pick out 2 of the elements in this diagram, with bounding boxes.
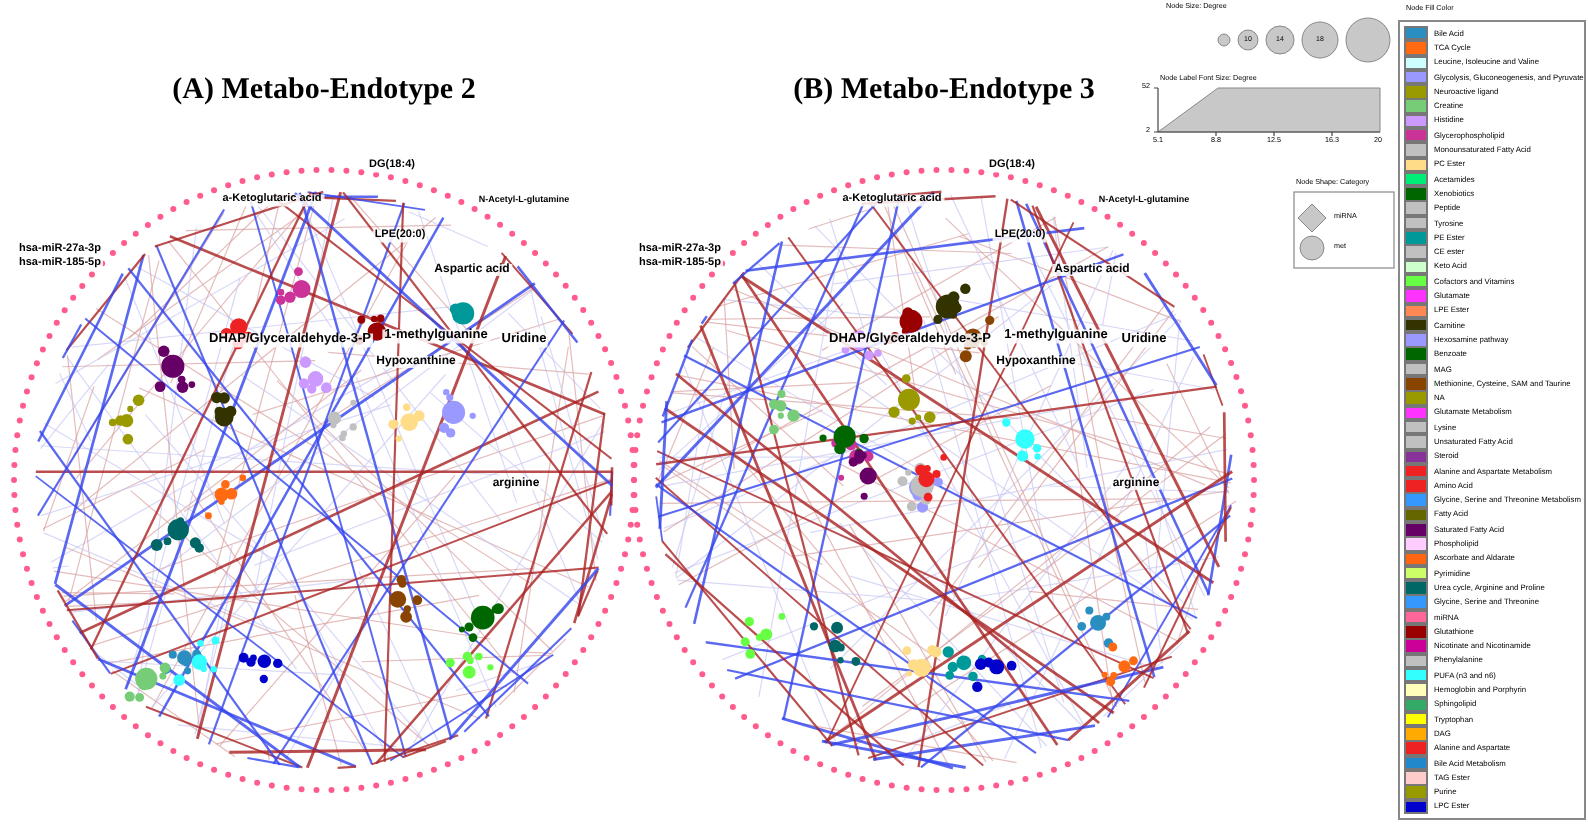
panel-title: (A) Metabo-Endotype 2 [172, 76, 476, 106]
panel-title: (B) Metabo-Endotype 3 [793, 76, 1095, 106]
